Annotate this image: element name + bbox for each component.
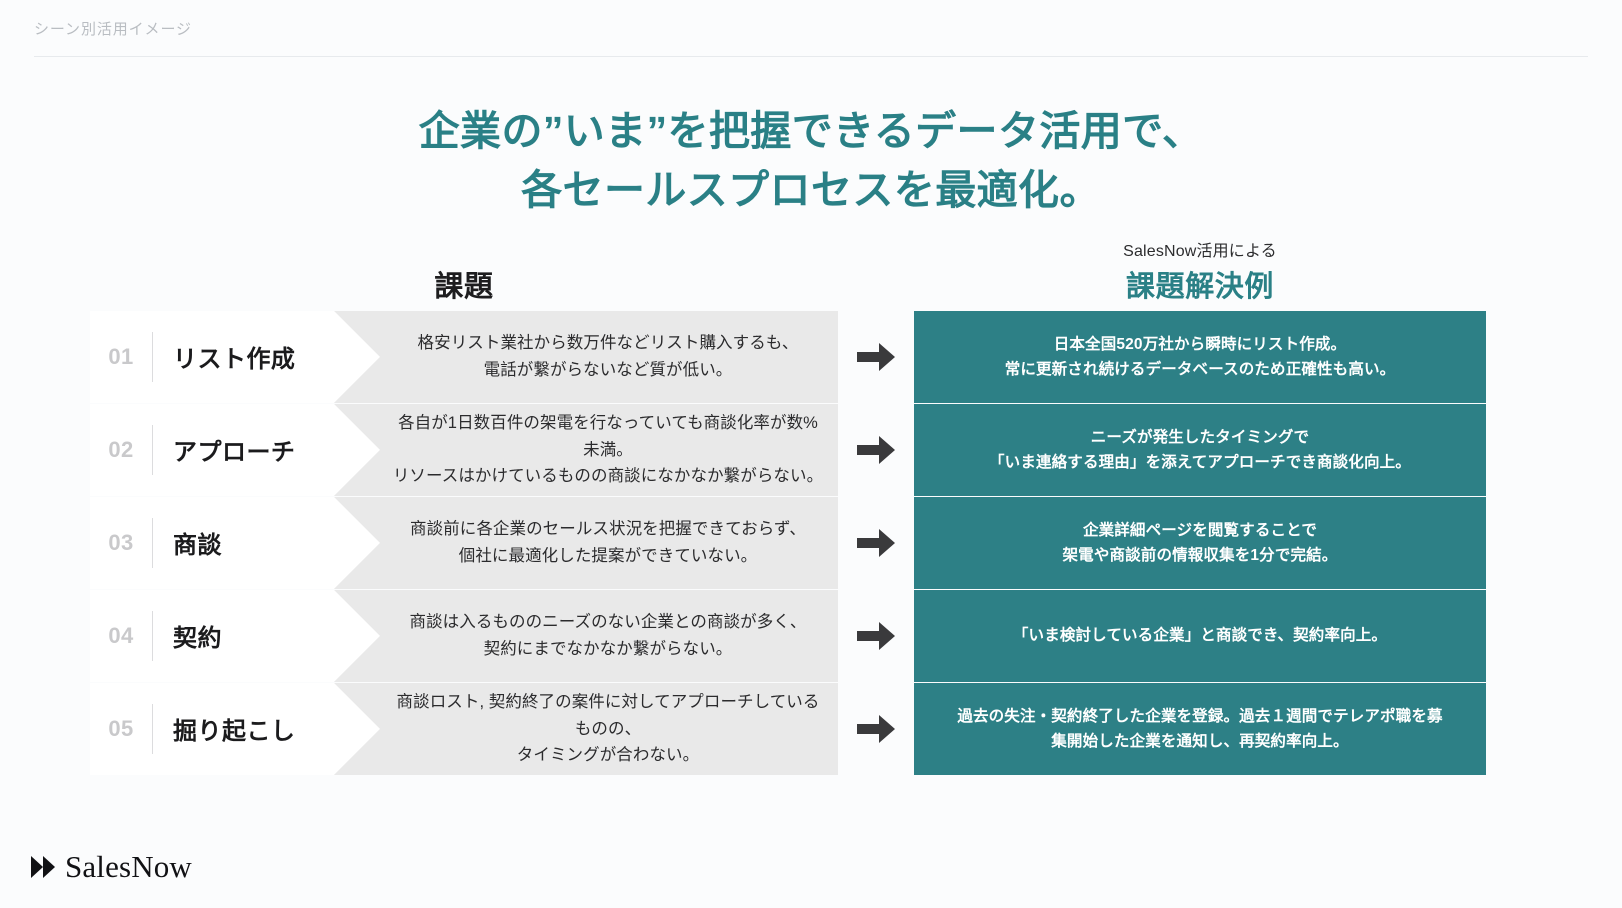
stage-label: 掘り起こし bbox=[173, 718, 296, 746]
solution-text-line-2: 常に更新され続けるデータベースのため正確性も高い。 bbox=[1004, 360, 1396, 378]
issue-text-line-1: 各自が1日数百件の架電を行なっていても商談化率が数%未満。 bbox=[398, 413, 818, 459]
table-row: 02 アプローチ 各自が1日数百件の架電を行なっていても商談化率が数%未満。 リ… bbox=[0, 403, 1622, 496]
row-arrow bbox=[838, 497, 914, 589]
page-title-line-2: 各セールスプロセスを最適化。 bbox=[521, 167, 1101, 214]
issue-text-line-2: リソースはかけているものの商談になかなか繋がらない。 bbox=[392, 467, 824, 486]
row-arrow bbox=[838, 590, 914, 682]
issue-text: 商談前に各企業のセールス状況を把握できておらず、 個社に最適化した提案ができてい… bbox=[334, 516, 838, 569]
table-row: 05 掘り起こし 商談ロスト, 契約終了の案件に対してアプローチしているものの、… bbox=[0, 682, 1622, 775]
solution-column-heading: SalesNow活用による 課題解決例 bbox=[914, 237, 1486, 305]
stage-tab: 03 商談 bbox=[90, 496, 334, 589]
column-headers: 課題 SalesNow活用による 課題解決例 bbox=[0, 239, 1622, 305]
stage-label: 商談 bbox=[173, 532, 222, 560]
right-arrow-icon bbox=[857, 435, 895, 464]
table-row: 04 契約 商談は入るもののニーズのない企業との商談が多く、 契約にまでなかなか… bbox=[0, 589, 1622, 682]
page-title: 企業の”いま”を把握できるデータ活用で、 各セールスプロセスを最適化。 bbox=[0, 102, 1622, 221]
solution-text-line-1: ニーズが発生したタイミングで bbox=[1090, 428, 1310, 446]
stage-label: リスト作成 bbox=[173, 346, 296, 374]
footer-logo: SalesNow bbox=[30, 851, 192, 882]
issue-text-line-2: タイミングが合わない。 bbox=[516, 746, 700, 765]
solution-text: ニーズが発生したタイミングで 「いま連絡する理由」を添えてアプローチでき商談化向… bbox=[989, 425, 1411, 475]
issue-text-line-2: 電話が繋がらないなど質が低い。 bbox=[483, 360, 733, 379]
stage-divider bbox=[152, 517, 153, 568]
issue-block: 01 リスト作成 格安リスト業社から数万件などリスト購入するも、 電話が繋がらな… bbox=[90, 310, 838, 403]
solution-block: ニーズが発生したタイミングで 「いま連絡する理由」を添えてアプローチでき商談化向… bbox=[914, 403, 1486, 496]
issue-text-line-1: 商談前に各企業のセールス状況を把握できておらず、 bbox=[410, 520, 806, 539]
solution-text: 企業詳細ページを閲覧することで 架電や商談前の情報収集を1分で完結。 bbox=[1063, 518, 1338, 568]
issue-block: 02 アプローチ 各自が1日数百件の架電を行なっていても商談化率が数%未満。 リ… bbox=[90, 403, 838, 496]
stage-divider bbox=[152, 703, 153, 754]
issue-text-line-1: 商談ロスト, 契約終了の案件に対してアプローチしているものの、 bbox=[396, 692, 820, 738]
stage-tab: 04 契約 bbox=[90, 589, 334, 682]
topbar-label: シーン別活用イメージ bbox=[34, 20, 192, 38]
solution-text-line-1: 過去の失注・契約終了した企業を登録。過去１週間でテレアポ職を募 bbox=[957, 707, 1443, 725]
issue-block: 04 契約 商談は入るもののニーズのない企業との商談が多く、 契約にまでなかなか… bbox=[90, 589, 838, 682]
stage-tab: 01 リスト作成 bbox=[90, 310, 334, 403]
solution-text: 「いま検討している企業」と商談でき、契約率向上。 bbox=[1013, 623, 1387, 648]
right-arrow-icon bbox=[857, 342, 895, 371]
stage-label: アプローチ bbox=[173, 439, 296, 467]
issue-text: 各自が1日数百件の架電を行なっていても商談化率が数%未満。 リソースはかけている… bbox=[334, 410, 838, 490]
double-chevron-icon bbox=[31, 855, 55, 878]
issue-text-line-2: 契約にまでなかなか繋がらない。 bbox=[483, 639, 733, 658]
issue-text-line-2: 個社に最適化した提案ができていない。 bbox=[458, 546, 758, 565]
stage-label: 契約 bbox=[173, 625, 222, 653]
solution-block: 企業詳細ページを閲覧することで 架電や商談前の情報収集を1分で完結。 bbox=[914, 496, 1486, 589]
logo-wordmark: SalesNow bbox=[65, 849, 192, 884]
solution-text-line-1: 企業詳細ページを閲覧することで bbox=[1082, 521, 1318, 539]
solution-text-line-2: 「いま連絡する理由」を添えてアプローチでき商談化向上。 bbox=[989, 453, 1411, 471]
issue-text-line-1: 格安リスト業社から数万件などリスト購入するも、 bbox=[417, 334, 799, 353]
topbar: シーン別活用イメージ bbox=[0, 0, 1622, 56]
solution-block: 過去の失注・契約終了した企業を登録。過去１週間でテレアポ職を募 集開始した企業を… bbox=[914, 682, 1486, 775]
row-arrow bbox=[838, 683, 914, 775]
stage-tab: 05 掘り起こし bbox=[90, 682, 334, 775]
process-rows: 01 リスト作成 格安リスト業社から数万件などリスト購入するも、 電話が繋がらな… bbox=[0, 310, 1622, 775]
right-arrow-icon bbox=[857, 714, 895, 743]
stage-divider bbox=[152, 424, 153, 475]
page-title-line-1: 企業の”いま”を把握できるデータ活用で、 bbox=[418, 108, 1204, 154]
solution-text-line-2: 集開始した企業を通知し、再契約率向上。 bbox=[1051, 732, 1349, 750]
issue-text: 格安リスト業社から数万件などリスト購入するも、 電話が繋がらないなど質が低い。 bbox=[334, 330, 838, 383]
solution-text: 日本全国520万社から瞬時にリスト作成。 常に更新され続けるデータベースのため正… bbox=[1005, 332, 1396, 382]
stage-number: 05 bbox=[108, 715, 134, 741]
stage-number: 02 bbox=[108, 436, 134, 462]
solution-text-line-1: 日本全国520万社から瞬時にリスト作成。 bbox=[1053, 335, 1347, 353]
stage-number: 01 bbox=[108, 343, 134, 369]
row-arrow bbox=[838, 404, 914, 496]
solution-text: 過去の失注・契約終了した企業を登録。過去１週間でテレアポ職を募 集開始した企業を… bbox=[957, 704, 1442, 754]
solution-column-title: 課題解決例 bbox=[1126, 270, 1274, 303]
table-row: 03 商談 商談前に各企業のセールス状況を把握できておらず、 個社に最適化した提… bbox=[0, 496, 1622, 589]
table-row: 01 リスト作成 格安リスト業社から数万件などリスト購入するも、 電話が繋がらな… bbox=[0, 310, 1622, 403]
stage-divider bbox=[152, 331, 153, 382]
issue-text: 商談は入るもののニーズのない企業との商談が多く、 契約にまでなかなか繋がらない。 bbox=[334, 609, 838, 662]
solution-block: 「いま検討している企業」と商談でき、契約率向上。 bbox=[914, 589, 1486, 682]
solution-block: 日本全国520万社から瞬時にリスト作成。 常に更新され続けるデータベースのため正… bbox=[914, 310, 1486, 403]
issue-text-line-1: 商談は入るもののニーズのない企業との商談が多く、 bbox=[409, 613, 807, 632]
issue-text: 商談ロスト, 契約終了の案件に対してアプローチしているものの、 タイミングが合わ… bbox=[334, 689, 838, 769]
stage-tab: 02 アプローチ bbox=[90, 403, 334, 496]
issue-block: 05 掘り起こし 商談ロスト, 契約終了の案件に対してアプローチしているものの、… bbox=[90, 682, 838, 775]
solution-text-line-2: 架電や商談前の情報収集を1分で完結。 bbox=[1062, 546, 1338, 564]
stage-number: 03 bbox=[108, 529, 134, 555]
right-arrow-icon bbox=[857, 528, 895, 557]
solution-text-line-1: 「いま検討している企業」と商談でき、契約率向上。 bbox=[1012, 627, 1388, 645]
solution-column-subheading: SalesNow活用による bbox=[1123, 242, 1277, 260]
stage-number: 04 bbox=[108, 622, 134, 648]
issue-column-heading: 課題 bbox=[434, 270, 494, 303]
issue-block: 03 商談 商談前に各企業のセールス状況を把握できておらず、 個社に最適化した提… bbox=[90, 496, 838, 589]
stage-divider bbox=[152, 610, 153, 661]
topbar-divider bbox=[34, 56, 1588, 57]
right-arrow-icon bbox=[857, 621, 895, 650]
row-arrow bbox=[838, 311, 914, 403]
